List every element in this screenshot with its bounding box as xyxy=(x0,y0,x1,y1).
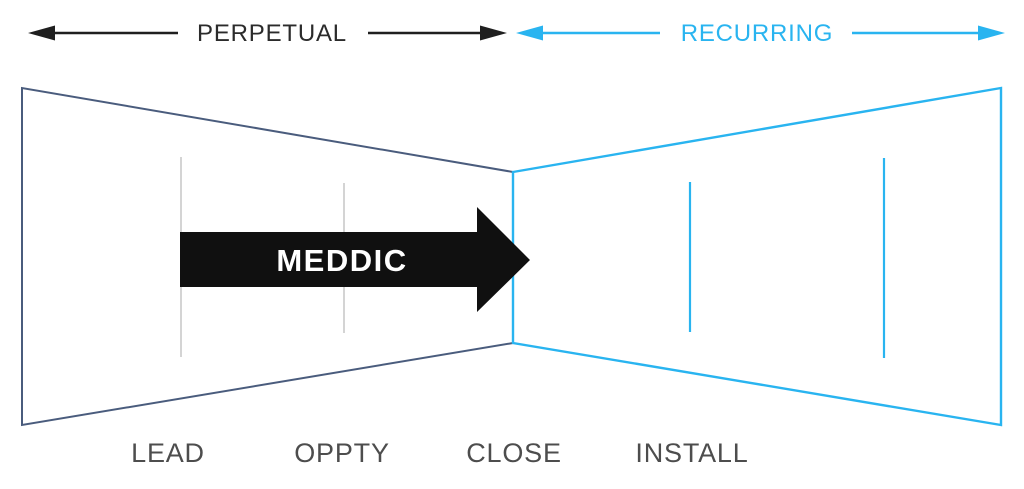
recurring-label: RECURRING xyxy=(681,20,834,47)
meddic-label: MEDDIC xyxy=(276,243,407,278)
stage-label-lead: LEAD xyxy=(131,438,205,468)
perpetual-axis: PERPETUAL xyxy=(28,20,507,47)
meddic-arrow-shape xyxy=(180,207,530,312)
stage-label-oppty: OPPTY xyxy=(294,438,390,468)
arrow-right-icon xyxy=(480,25,507,41)
recurring-axis: RECURRING xyxy=(516,20,1005,47)
meddic-arrow: MEDDIC xyxy=(180,207,530,312)
perpetual-funnel-shape xyxy=(21,86,514,427)
stage-label-install: INSTALL xyxy=(635,438,748,468)
arrow-right-icon xyxy=(978,25,1005,41)
perpetual-label: PERPETUAL xyxy=(197,20,347,47)
arrow-left-icon xyxy=(28,25,55,41)
stage-label-close: CLOSE xyxy=(466,438,562,468)
arrow-left-icon xyxy=(516,25,543,41)
stage-labels: LEAD OPPTY CLOSE INSTALL xyxy=(131,438,748,468)
recurring-funnel-shape xyxy=(511,86,1003,427)
